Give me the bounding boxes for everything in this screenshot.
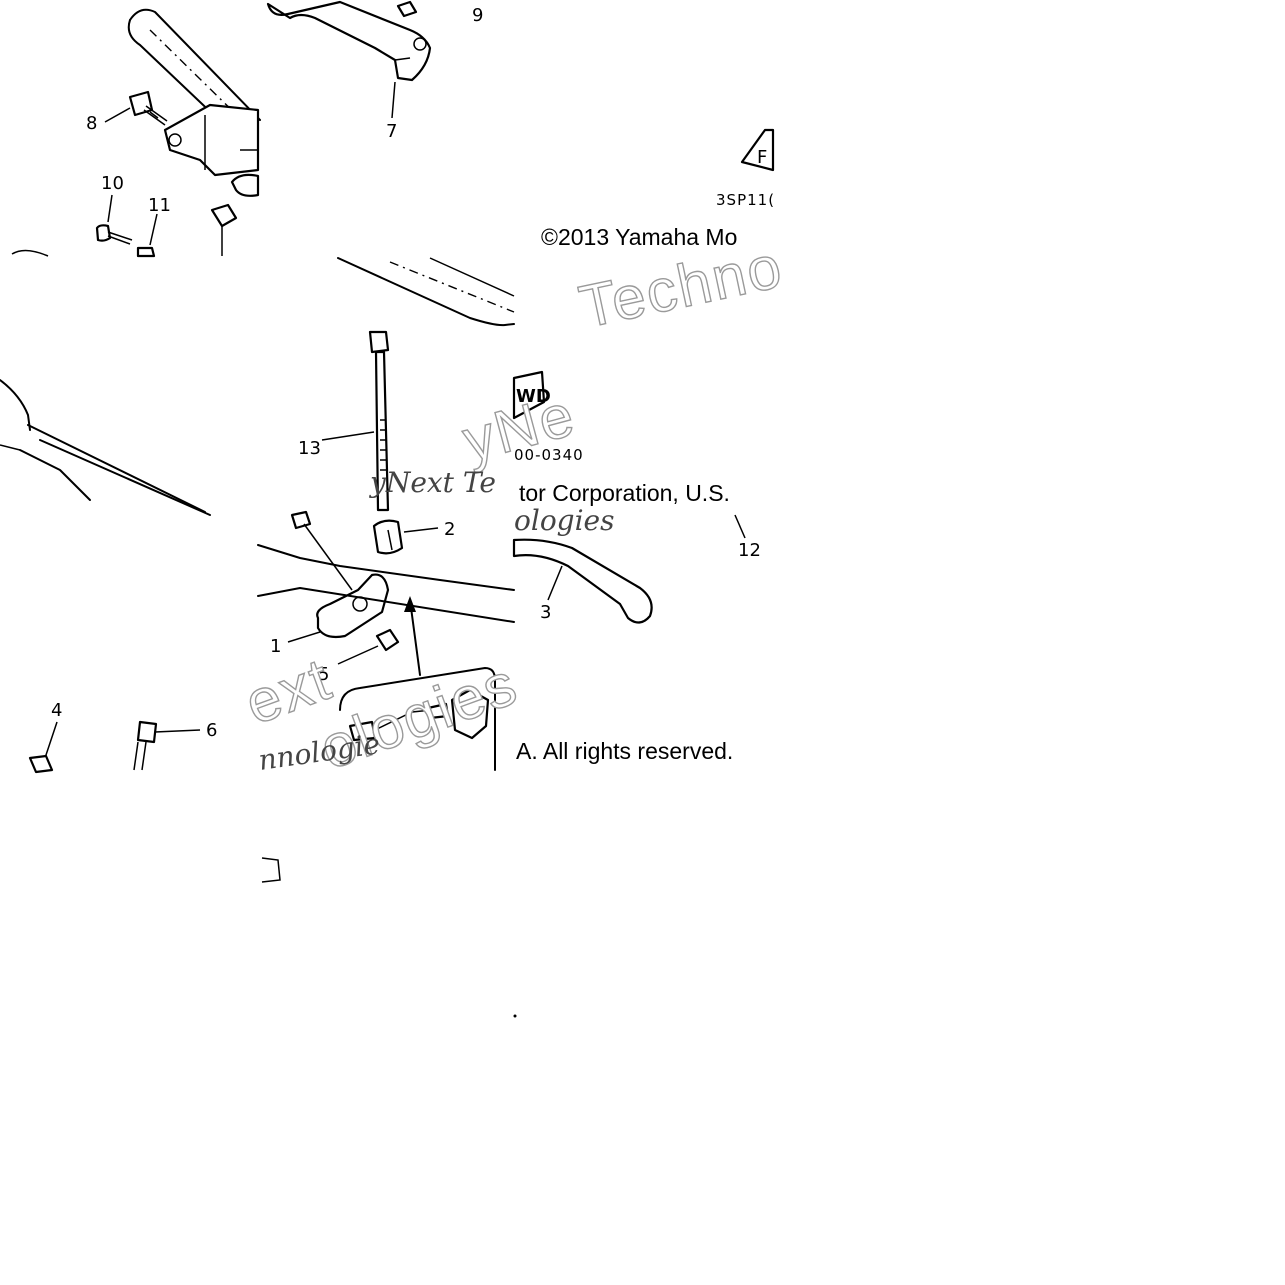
bracket-1-part: [316, 573, 390, 639]
part-code-1: 3SP11(: [716, 191, 775, 209]
fwd-mark-text: WD: [516, 386, 551, 407]
nut-11-part: [136, 246, 156, 258]
callout-3: 3: [540, 602, 551, 623]
callout-5: 5: [318, 664, 329, 685]
handlebar-grip-part: [127, 8, 261, 141]
callout-6: 6: [206, 720, 217, 741]
callout-1: 1: [270, 636, 281, 657]
callout-8: 8: [86, 113, 97, 134]
arm-rail-part: [257, 544, 515, 623]
nut-4-part: [28, 754, 54, 774]
fwd-arrow-icon: WD: [512, 370, 551, 420]
clamp-2-part: [372, 519, 404, 555]
front-arrow-icon: F: [740, 128, 775, 172]
front-mark-text: F: [757, 147, 767, 168]
callout-11: 11: [148, 195, 171, 216]
copyright-line-3: A. All rights reserved.: [516, 738, 733, 764]
watermark-italic-1: yNext Te: [368, 466, 496, 499]
callout-4: 4: [51, 700, 62, 721]
bolt-top-part: [290, 510, 353, 591]
callout-13: 13: [298, 438, 321, 459]
lever-7-part: [266, 0, 432, 119]
watermark-italic-2: ologies: [514, 504, 615, 537]
part-code-2: 00-0340: [514, 446, 584, 464]
bolt-6-part: [133, 720, 158, 771]
nut-9-holder-part: [210, 203, 238, 256]
cable-tie-13-part: [368, 330, 390, 512]
bolt-10-part: [95, 224, 133, 245]
copyright-line-1: ©2013 Yamaha Mo: [541, 224, 737, 250]
lever-3-part: [512, 538, 653, 624]
clutch-holder-part: [163, 103, 260, 197]
callout-10: 10: [101, 173, 124, 194]
switch-part: [348, 688, 490, 742]
copyright-line-2: tor Corporation, U.S.: [519, 480, 730, 506]
frame-tube-part: [0, 379, 211, 516]
callout-2: 2: [444, 519, 455, 540]
callout-7: 7: [386, 121, 397, 142]
frame-rail-part: [337, 257, 515, 327]
callout-12: 12: [738, 540, 761, 561]
nut-5-part: [375, 628, 400, 652]
callout-9: 9: [472, 5, 483, 26]
bolt-8-part: [128, 90, 168, 126]
